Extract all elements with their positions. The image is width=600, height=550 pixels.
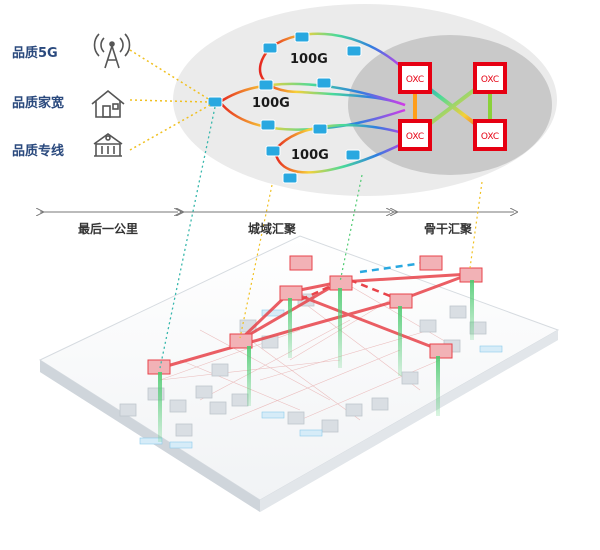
segment-label-last-mile: 最后一公里 [78, 222, 139, 236]
ring-node [345, 149, 361, 161]
ring-node [265, 145, 281, 157]
oxc-node: OXC [473, 62, 507, 94]
ring-node [312, 123, 328, 135]
ring-node [316, 77, 332, 89]
svg-text:OXC: OXC [406, 75, 424, 85]
backbone-nodes [147, 255, 483, 375]
backbone-dashed-links [299, 260, 431, 302]
ring-capacity-label: 100G [252, 96, 290, 111]
oxc-node: OXC [398, 62, 432, 94]
access-ring-curves [219, 32, 411, 174]
service-links [129, 49, 211, 151]
svg-text:OXC: OXC [481, 75, 499, 85]
svg-text:OXC: OXC [481, 132, 499, 142]
ring-nodes [207, 31, 362, 184]
oxc-node: OXC [473, 119, 507, 151]
service-label-private-line: 品质专线 [12, 144, 65, 159]
oxc-nodes: OXC OXC OXC OXC [398, 62, 507, 151]
building-icon [93, 133, 123, 157]
projection-lines [159, 106, 483, 369]
cell-tower-icon [93, 33, 131, 69]
ring-node [282, 172, 298, 184]
house-icon [91, 89, 125, 118]
segment-label-metro-aggregation: 城域汇聚 [248, 222, 297, 236]
ring-capacity-label: 100G [290, 52, 328, 67]
ring-node [294, 31, 310, 43]
ring-node [260, 119, 276, 131]
network-platform [38, 235, 560, 512]
ring-node [346, 45, 362, 57]
ring-node [258, 79, 274, 91]
svg-text:OXC: OXC [406, 132, 424, 142]
service-label-5g: 品质5G [12, 46, 58, 61]
segment-label-backbone-aggregation: 骨干汇聚 [424, 222, 473, 236]
oxc-node: OXC [398, 119, 432, 151]
service-label-broadband: 品质家宽 [12, 96, 65, 111]
ring-capacity-label: 100G [291, 148, 329, 163]
ring-node [262, 42, 278, 54]
green-uplinks [158, 280, 474, 442]
